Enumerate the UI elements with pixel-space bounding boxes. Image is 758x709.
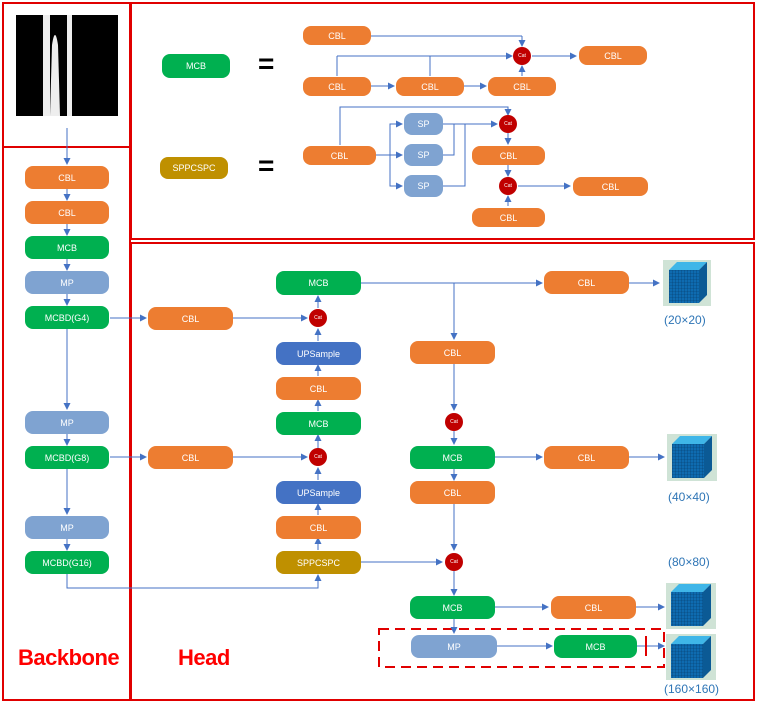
head-mcb-right-2: MCB — [410, 596, 495, 619]
legend-mcb-cbl-3: CBL — [488, 77, 556, 96]
head-lateral-cbl-2: CBL — [148, 446, 233, 469]
backbone-mcbd-g16: MCBD(G16) — [25, 551, 109, 574]
backbone-mp-2: MP — [25, 411, 109, 434]
head-cat-1: Cat — [309, 309, 327, 327]
legend-border — [130, 2, 755, 240]
legend-mcb-cbl-1: CBL — [303, 77, 371, 96]
head-mcb-aux: MCB — [554, 635, 637, 658]
legend-sp-3: SP — [404, 175, 443, 197]
legend-mcb-cbl-2: CBL — [396, 77, 464, 96]
backbone-mcbd-g8: MCBD(G8) — [25, 446, 109, 469]
legend-spp-cbl-mid: CBL — [472, 146, 545, 165]
cube-40 — [667, 434, 717, 481]
head-mp-aux: MP — [411, 635, 497, 658]
legend-spp-cbl-bottom: CBL — [472, 208, 545, 227]
legend-spp-cbl-out: CBL — [573, 177, 648, 196]
output-label-40: (40×40) — [668, 490, 710, 504]
legend-mcb: MCB — [162, 54, 230, 78]
legend-sp-1: SP — [404, 113, 443, 135]
legend-spp-cat-1: Cat — [499, 115, 517, 133]
head-cat-3: Cat — [445, 413, 463, 431]
head-border — [130, 242, 755, 701]
head-cat-2: Cat — [309, 448, 327, 466]
cube-20 — [663, 260, 711, 306]
backbone-cbl-2: CBL — [25, 201, 109, 224]
cube-80 — [666, 583, 716, 629]
head-upsample-1: UPSample — [276, 342, 361, 365]
head-cbl-up-1: CBL — [276, 377, 361, 400]
legend-mcb-cbl-out: CBL — [579, 46, 647, 65]
head-mcb-top: MCB — [276, 271, 361, 295]
head-upsample-2: UPSample — [276, 481, 361, 504]
legend-spp-cbl-in: CBL — [303, 146, 376, 165]
output-cubes — [663, 260, 717, 680]
output-label-160: (160×160) — [664, 682, 720, 696]
head-cbl-out-1: CBL — [544, 271, 629, 294]
legend-mcb-cat: Cat — [513, 47, 531, 65]
legend-equals-mcb: = — [258, 48, 275, 79]
connectors — [63, 35, 665, 650]
backbone-mcbd-g4: MCBD(G4) — [25, 306, 109, 329]
head-title: Head — [178, 645, 230, 670]
legend-sppcspc: SPPCSPC — [160, 157, 228, 179]
backbone-mp-3: MP — [25, 516, 109, 539]
head-cbl-right-1: CBL — [410, 341, 495, 364]
head-lateral-cbl-1: CBL — [148, 307, 233, 330]
head-cbl-out-3: CBL — [551, 596, 636, 619]
backbone-mcb: MCB — [25, 236, 109, 259]
head-mcb-mid: MCB — [276, 412, 361, 435]
output-label-80: (80×80) — [668, 555, 710, 569]
head-cat-4: Cat — [445, 553, 463, 571]
backbone-mp-1: MP — [25, 271, 109, 294]
legend-spp-cat-2: Cat — [499, 177, 517, 195]
backbone-title: Backbone — [18, 645, 120, 670]
head-cbl-out-2: CBL — [544, 446, 629, 469]
output-label-20: (20×20) — [664, 313, 706, 327]
input-image — [16, 15, 118, 116]
legend-mcb-cbl-top: CBL — [303, 26, 371, 45]
backbone-cbl-1: CBL — [25, 166, 109, 189]
head-cbl-up-2: CBL — [276, 516, 361, 539]
cube-160 — [666, 634, 716, 680]
head-cbl-right-2: CBL — [410, 481, 495, 504]
head-sppcspc: SPPCSPC — [276, 551, 361, 574]
legend-equals-sppcspc: = — [258, 150, 275, 181]
head-mcb-right-1: MCB — [410, 446, 495, 469]
legend-sp-2: SP — [404, 144, 443, 166]
